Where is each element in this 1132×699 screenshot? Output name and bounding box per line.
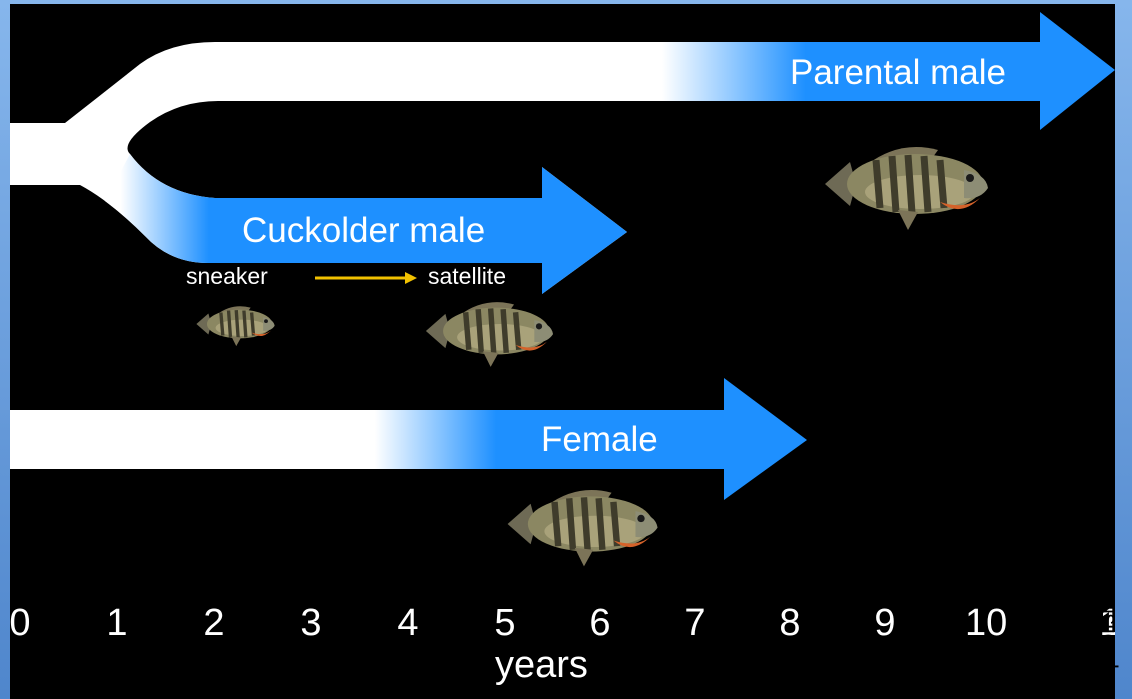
- axis-tick: 7: [675, 602, 715, 645]
- axis-tick: 10: [965, 602, 1005, 645]
- parental-male-fish-icon: [825, 147, 988, 230]
- axis-tick: 8: [770, 602, 810, 645]
- sneaker-fish-icon: [196, 306, 274, 346]
- satellite-fish-icon: [426, 302, 553, 367]
- axis-tick: 5: [485, 602, 525, 645]
- axis-tick: 3: [291, 602, 331, 645]
- axis-tick: 2: [194, 602, 234, 645]
- diagram-graphics: [10, 4, 1115, 699]
- cuckolder-male-label: Cuckolder male: [242, 211, 485, 251]
- copyright-credit: © publish.uwo.ca/~bneff/: [1096, 460, 1120, 691]
- parental-male-label: Parental male: [790, 53, 1006, 93]
- axis-tick: 9: [865, 602, 905, 645]
- axis-tick: 0: [10, 602, 40, 645]
- axis-tick: 4: [388, 602, 428, 645]
- life-history-diagram: Parental male Cuckolder male sneaker sat…: [10, 4, 1115, 699]
- axis-tick: 6: [580, 602, 620, 645]
- sneaker-label: sneaker: [186, 263, 268, 290]
- female-label: Female: [541, 420, 658, 460]
- sneaker-to-satellite-arrow: [315, 272, 417, 284]
- female-fish-icon: [508, 490, 658, 566]
- satellite-label: satellite: [428, 263, 506, 290]
- female-arrow: [10, 378, 807, 500]
- axis-tick: 1: [97, 602, 137, 645]
- axis-label: years: [495, 644, 588, 687]
